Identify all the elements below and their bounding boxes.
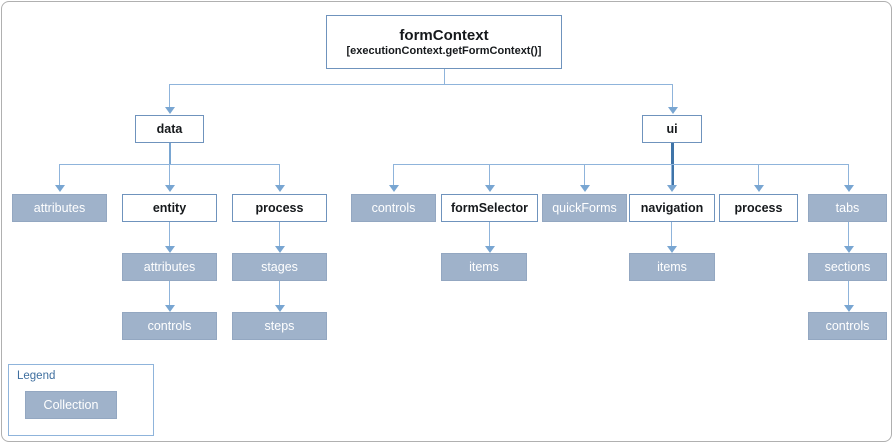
arrow-stages-to-steps — [275, 305, 285, 312]
node-tabs-controls-label: controls — [825, 318, 870, 333]
connector-data-to-process — [279, 164, 280, 186]
arrow-sections-to-controls — [844, 305, 854, 312]
node-process-stages-label: stages — [261, 259, 298, 274]
connector-ui-to-navigation — [671, 164, 672, 186]
node-ui-process-label: process — [734, 200, 783, 215]
node-formselector[interactable]: formSelector — [441, 194, 538, 222]
node-formcontext-label: formContext — [399, 26, 489, 44]
connector-ui-to-quickforms — [584, 164, 585, 186]
node-data-process[interactable]: process — [232, 194, 327, 222]
arrow-ui-to-process — [754, 185, 764, 192]
legend: Legend Collection — [8, 364, 154, 436]
arrow-tabs-to-sections — [844, 246, 854, 253]
node-formselector-items[interactable]: items — [441, 253, 527, 281]
arrow-root-to-data — [165, 107, 175, 114]
node-formcontext[interactable]: formContext [executionContext.getFormCon… — [326, 15, 562, 69]
node-process-steps[interactable]: steps — [232, 312, 327, 340]
node-tabs[interactable]: tabs — [808, 194, 887, 222]
node-data[interactable]: data — [135, 115, 204, 143]
node-entity-attributes-label: attributes — [143, 259, 196, 274]
node-data-process-label: process — [255, 200, 304, 215]
node-tabs-controls[interactable]: controls — [808, 312, 887, 340]
arrow-root-to-ui — [668, 107, 678, 114]
arrow-entity-to-attributes — [165, 246, 175, 253]
node-formselector-label: formSelector — [450, 200, 529, 215]
node-entity-attributes[interactable]: attributes — [122, 253, 217, 281]
node-entity-controls[interactable]: controls — [122, 312, 217, 340]
connector-root-stem — [444, 69, 445, 84]
node-ui-process[interactable]: process — [719, 194, 798, 222]
connector-ui-to-formselector — [489, 164, 490, 186]
connector-ui-to-controls — [393, 164, 394, 186]
connector-data-to-entity — [169, 164, 170, 186]
connector-attributes-to-controls — [169, 281, 170, 307]
connector-data-stem — [169, 142, 171, 164]
node-navigation[interactable]: navigation — [629, 194, 715, 222]
node-ui-controls[interactable]: controls — [351, 194, 436, 222]
arrow-data-to-attributes — [55, 185, 65, 192]
legend-title: Legend — [17, 370, 56, 382]
connector-process-to-stages — [279, 222, 280, 248]
connector-ui-to-process — [758, 164, 759, 186]
arrow-ui-to-navigation — [667, 185, 677, 192]
node-navigation-label: navigation — [640, 200, 704, 215]
node-formselector-items-label: items — [469, 259, 499, 274]
node-data-label: data — [156, 121, 183, 136]
node-entity[interactable]: entity — [122, 194, 217, 222]
connector-root-bus — [169, 84, 673, 85]
node-navigation-items[interactable]: items — [629, 253, 715, 281]
connector-ui-to-tabs — [848, 164, 849, 186]
connector-root-to-ui — [672, 84, 673, 108]
connector-entity-to-attributes — [169, 222, 170, 248]
connector-navigation-to-items — [671, 222, 672, 248]
node-tabs-label: tabs — [835, 200, 860, 215]
node-tabs-sections-label: sections — [824, 259, 871, 274]
node-entity-label: entity — [152, 200, 187, 215]
arrow-formselector-to-items — [485, 246, 495, 253]
node-formcontext-sublabel: [executionContext.getFormContext()] — [346, 44, 542, 57]
arrow-process-to-stages — [275, 246, 285, 253]
node-data-attributes-label: attributes — [33, 200, 86, 215]
arrow-data-to-process — [275, 185, 285, 192]
legend-swatch-collection: Collection — [25, 391, 117, 419]
arrow-attributes-to-controls — [165, 305, 175, 312]
connector-root-to-data — [169, 84, 170, 108]
arrow-ui-to-quickforms — [580, 185, 590, 192]
arrow-ui-to-tabs — [844, 185, 854, 192]
connector-tabs-to-sections — [848, 222, 849, 248]
node-process-steps-label: steps — [264, 318, 295, 333]
connector-sections-to-controls — [848, 281, 849, 307]
arrow-navigation-to-items — [667, 246, 677, 253]
connector-stages-to-steps — [279, 281, 280, 307]
connector-formselector-to-items — [489, 222, 490, 248]
arrow-ui-to-formselector — [485, 185, 495, 192]
node-navigation-items-label: items — [657, 259, 687, 274]
node-entity-controls-label: controls — [147, 318, 192, 333]
node-data-attributes[interactable]: attributes — [12, 194, 107, 222]
node-ui-controls-label: controls — [371, 200, 416, 215]
node-quickforms-label: quickForms — [552, 200, 617, 215]
node-ui[interactable]: ui — [642, 115, 702, 143]
node-quickforms[interactable]: quickForms — [542, 194, 627, 222]
connector-data-to-attributes — [59, 164, 60, 186]
arrow-data-to-entity — [165, 185, 175, 192]
node-process-stages[interactable]: stages — [232, 253, 327, 281]
node-ui-label: ui — [666, 121, 678, 136]
node-tabs-sections[interactable]: sections — [808, 253, 887, 281]
connector-ui-bus — [393, 164, 849, 165]
legend-swatch-label: Collection — [43, 398, 99, 412]
arrow-ui-to-controls — [389, 185, 399, 192]
